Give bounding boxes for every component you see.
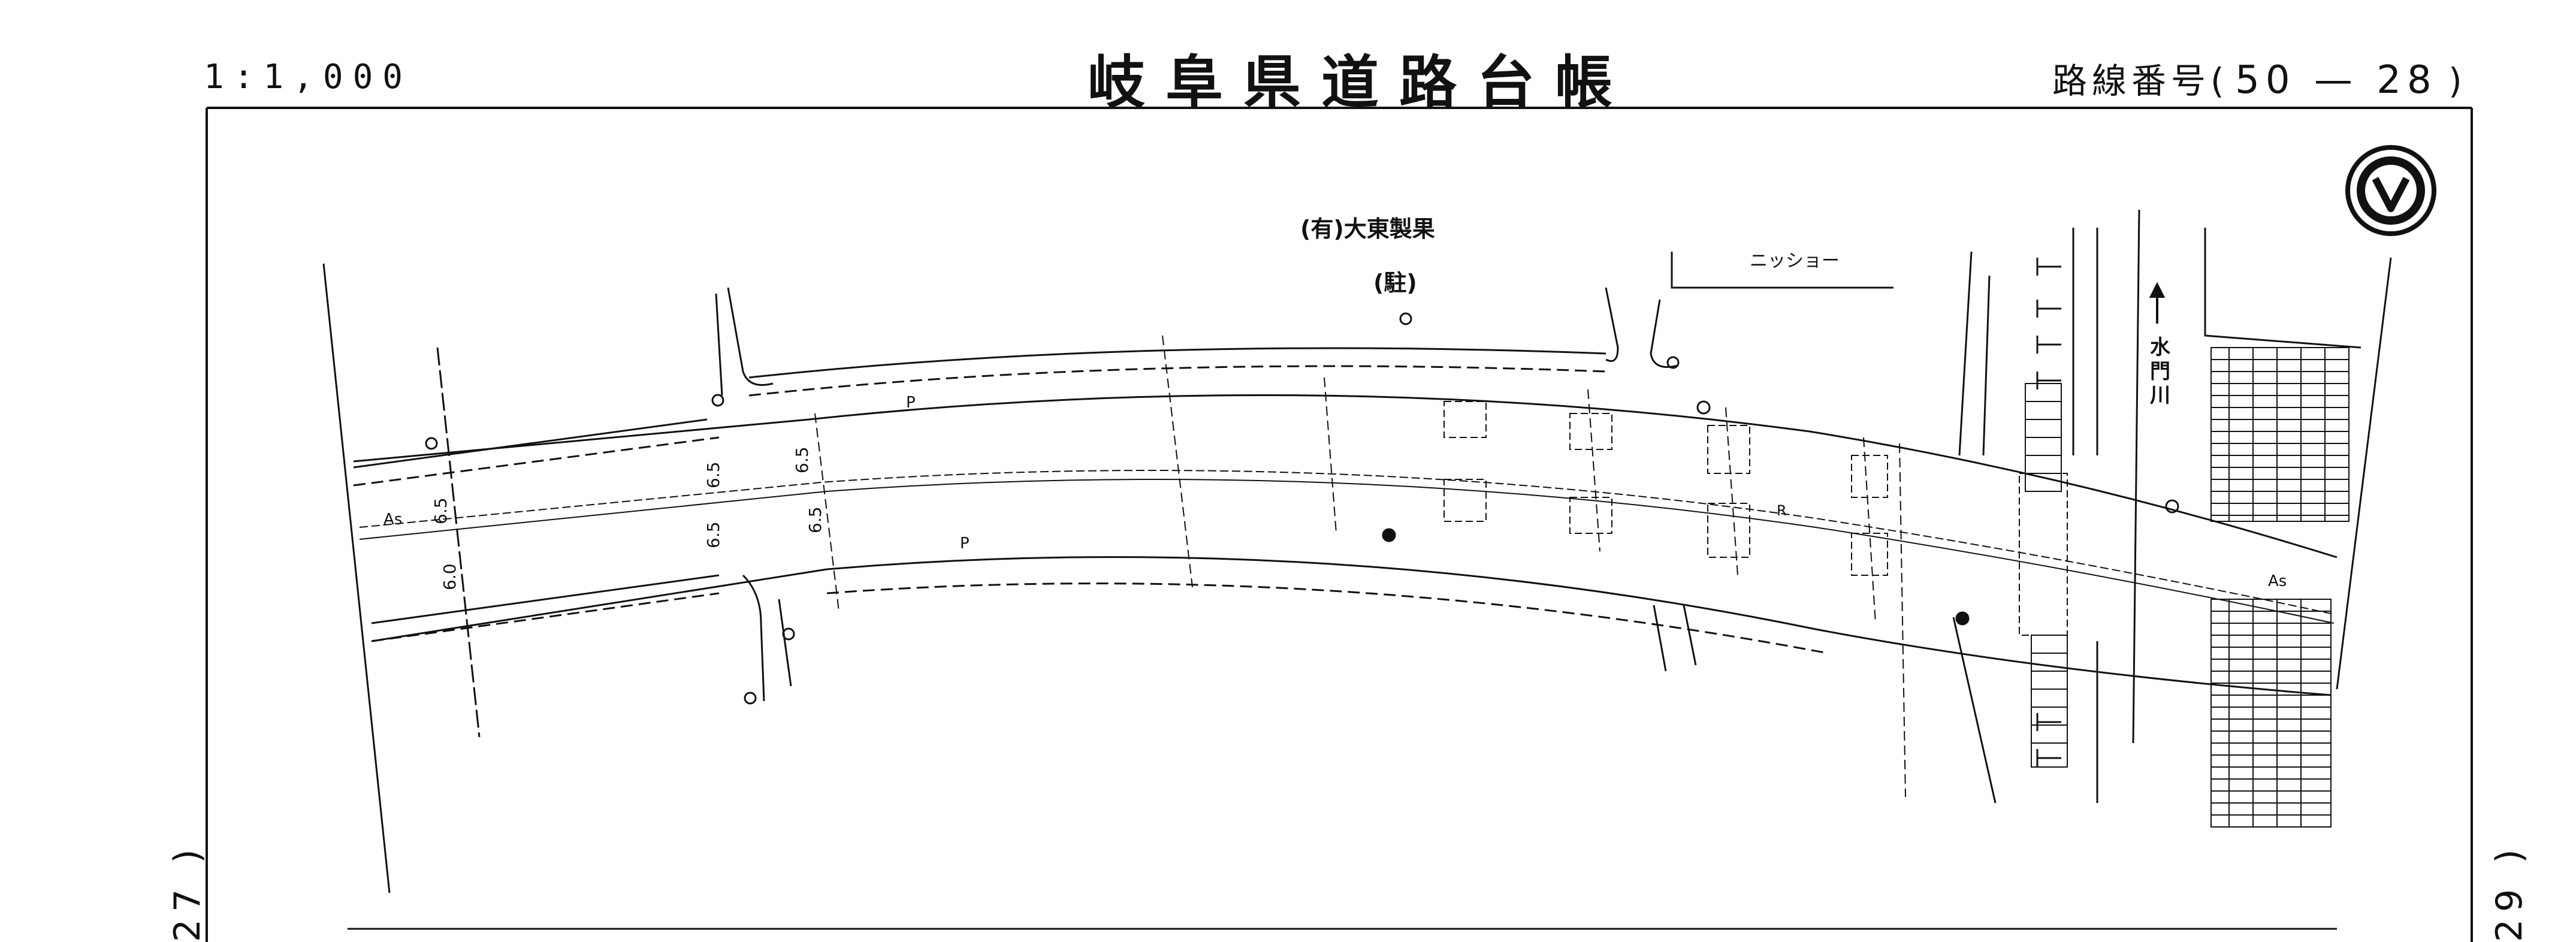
- pole-icon: [782, 627, 795, 641]
- north-arrow-icon: [2345, 145, 2436, 236]
- west-south-curb-2: [371, 592, 720, 642]
- west-north-curb: [353, 418, 708, 469]
- width-label: 6.5: [703, 521, 723, 548]
- river-bank-west-lower: [1952, 617, 1997, 804]
- width-label: 6.0: [440, 563, 460, 590]
- right-boundary: [2336, 257, 2392, 690]
- cross-street-mid-b: [1650, 299, 1678, 368]
- north-sidewalk-outer: [748, 347, 1606, 379]
- parking-label: (駐): [1373, 270, 1417, 296]
- manhole-icon: [1382, 528, 1396, 542]
- route-number: 路線番号( 50 — 28 ): [2052, 58, 2462, 102]
- river-ticks: [2036, 258, 2061, 767]
- south-sidewalk-outer: [353, 436, 720, 487]
- manhole-icon: [2165, 499, 2179, 514]
- river-wall-2: [2204, 228, 2361, 349]
- route-number-value: 50 — 28: [2235, 58, 2438, 102]
- surface-label-right: As: [2268, 572, 2287, 590]
- width-label: 6.5: [792, 446, 812, 473]
- pole-icon: [425, 437, 438, 450]
- sidewalk-edges: [353, 347, 1828, 654]
- median-north: [359, 470, 2335, 615]
- road-south-edge: [371, 556, 2332, 696]
- width-dimensions: 6.5 6.0 6.5 6.5 6.5 6.5: [431, 446, 825, 590]
- next-sheet-link[interactable]: 29 ): [2489, 842, 2530, 942]
- cross-street-left-bottom-b: [778, 599, 792, 687]
- width-label: 6.5: [805, 506, 825, 533]
- pole-icon: [1399, 312, 1412, 325]
- cross-street-mid-bottom-b: [1683, 605, 1697, 666]
- width-label: 6.5: [703, 461, 723, 488]
- road-center-line: [359, 479, 2335, 624]
- river-label: 水門川: [2150, 336, 2170, 407]
- cross-street-mid-a: [1605, 287, 1619, 362]
- page-title: 岐阜県道路台帳: [1088, 49, 1633, 116]
- parking-mark-1: P: [906, 394, 916, 412]
- cross-street-left-top-a: [727, 287, 774, 386]
- cross-section-lines: [814, 335, 1906, 798]
- sheet-frame: [206, 107, 2473, 942]
- side-streets: [322, 252, 2392, 893]
- pole-icon: [744, 692, 757, 705]
- road-carriageway: [353, 394, 2338, 696]
- river-bank-west-2: [1958, 251, 1973, 456]
- river-channel: [1952, 209, 2361, 804]
- manhole-icon: [1955, 611, 1970, 626]
- cross-street-mid-bottom-a: [1653, 605, 1667, 672]
- road-north-edge: [353, 394, 2338, 558]
- river-bank-west: [1982, 275, 1991, 456]
- surface-label-left: As: [383, 511, 402, 529]
- width-label: 6.5: [431, 497, 451, 524]
- pole-icon: [1666, 356, 1680, 369]
- manhole-icon: [1696, 400, 1711, 415]
- left-boundary-b: [436, 347, 481, 738]
- pole-icon: [711, 394, 724, 407]
- south-sidewalk-inner: [826, 582, 1828, 654]
- cross-street-left-top-b: [715, 293, 723, 396]
- west-south-curb: [371, 574, 720, 624]
- utility-symbols: [425, 312, 2179, 705]
- shop-label: ニッショー: [1750, 250, 1840, 271]
- route-number-label: 路線番号: [2052, 61, 2211, 101]
- map-scale: 1:1,000: [204, 58, 413, 96]
- parking-mark-2: P: [960, 535, 970, 552]
- river-wall-1: [2132, 209, 2140, 744]
- company-label: (有)大東製果: [1300, 216, 1435, 242]
- previous-sheet-link[interactable]: 27 ): [167, 842, 209, 942]
- cross-street-left-bottom-a: [742, 574, 765, 702]
- north-sidewalk-inner: [748, 365, 1606, 397]
- left-boundary-a: [322, 263, 391, 893]
- shop-outline: [1671, 252, 1894, 289]
- route-mark: R: [1777, 502, 1787, 519]
- flow-arrow-icon: [2149, 282, 2166, 324]
- culvert-boxes: [1443, 401, 2068, 636]
